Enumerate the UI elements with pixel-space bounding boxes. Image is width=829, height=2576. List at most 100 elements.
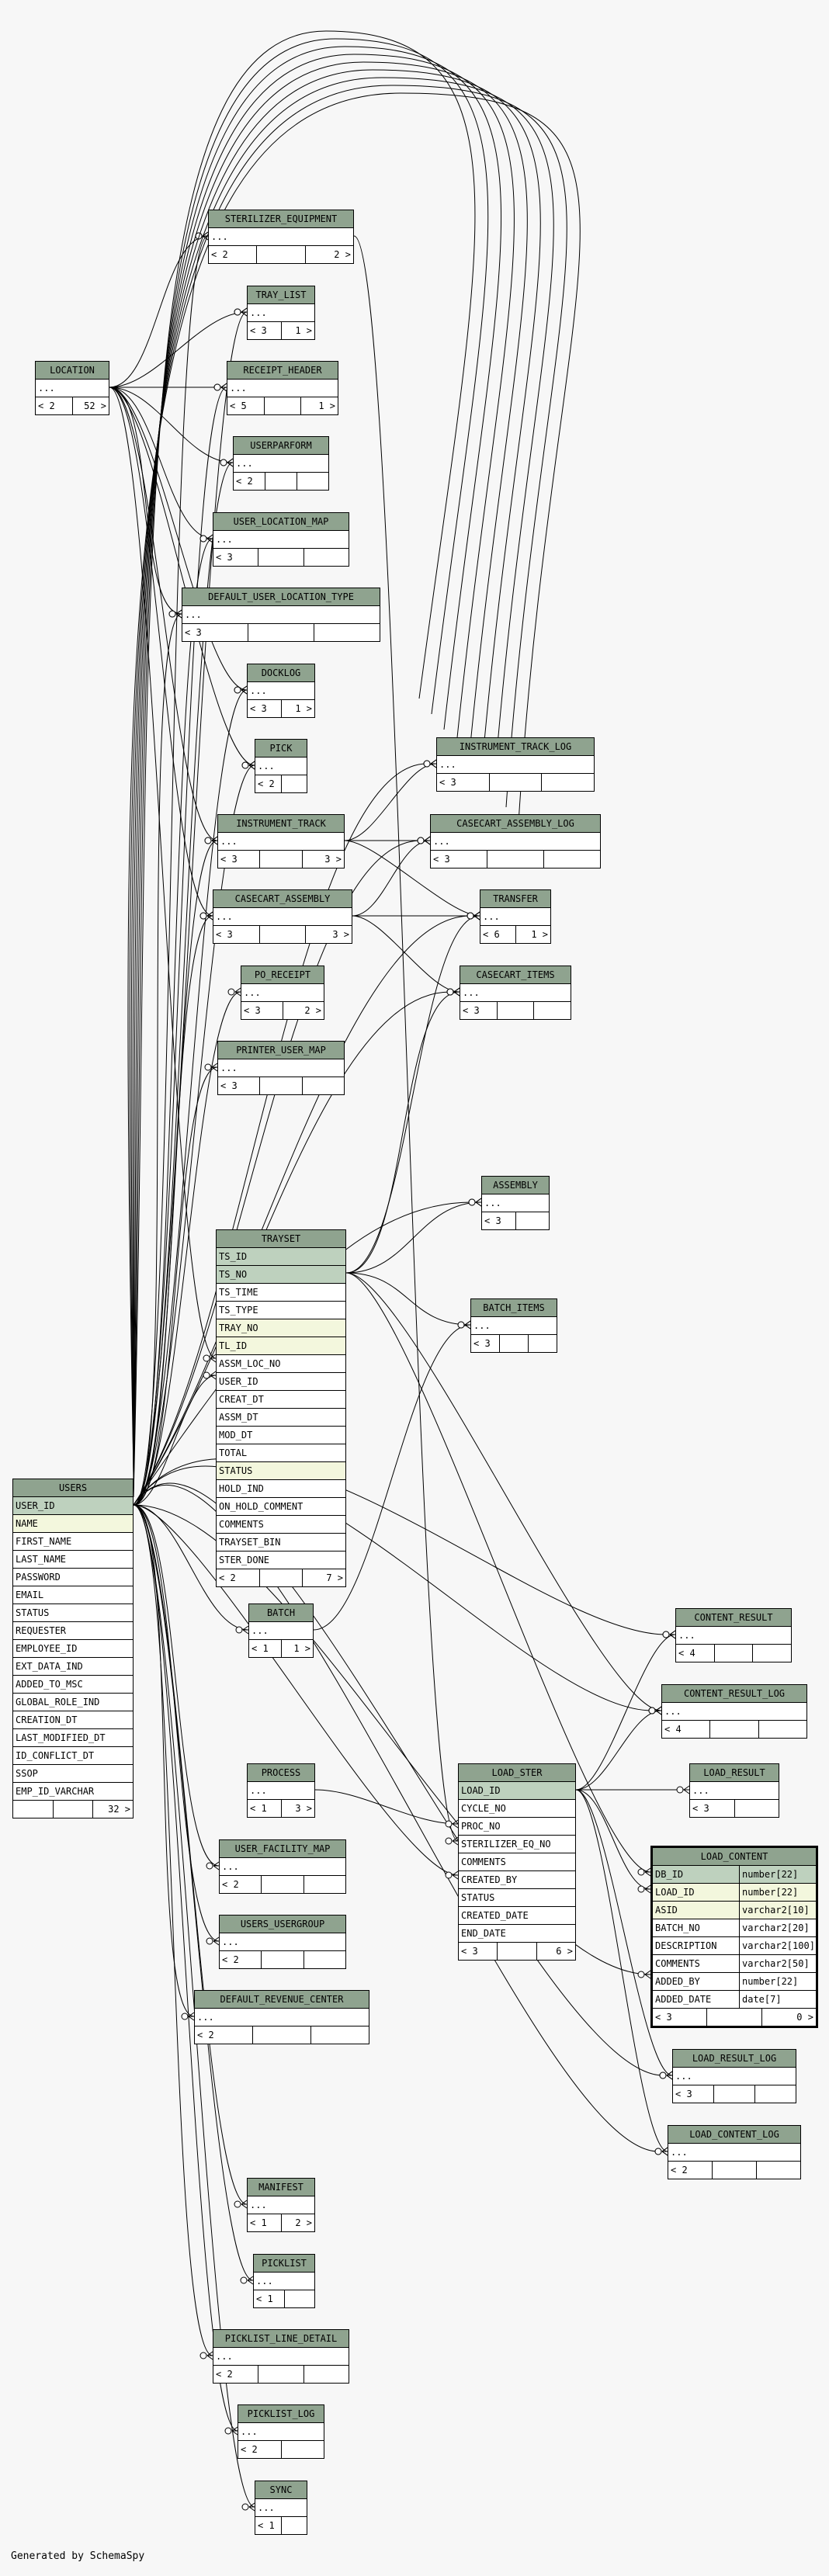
table-name[interactable]: LOAD_RESULT_LOG	[673, 2050, 796, 2068]
table-name[interactable]: MANIFEST	[248, 2179, 314, 2196]
column-row[interactable]: PROC_NO	[459, 1818, 575, 1836]
table-name[interactable]: TRANSFER	[480, 890, 550, 908]
column-row[interactable]: USER_ID	[217, 1373, 345, 1391]
table-name[interactable]: PROCESS	[248, 1764, 314, 1782]
table-name[interactable]: BATCH_ITEMS	[471, 1299, 557, 1317]
collapsed-columns[interactable]: ...	[36, 380, 109, 397]
column-row[interactable]: ON_HOLD_COMMENT	[217, 1498, 345, 1516]
collapsed-columns[interactable]: ...	[218, 1059, 344, 1077]
table-name[interactable]: TRAY_LIST	[248, 286, 314, 304]
collapsed-columns[interactable]: ...	[213, 908, 352, 926]
column-row[interactable]: EMPLOYEE_ID	[13, 1640, 133, 1658]
collapsed-columns[interactable]: ...	[668, 2144, 800, 2162]
collapsed-columns[interactable]: ...	[437, 756, 594, 774]
column-row[interactable]: EMAIL	[13, 1586, 133, 1604]
column-row[interactable]: END_DATE	[459, 1925, 575, 1943]
column-row[interactable]: STERILIZER_EQ_NO	[459, 1836, 575, 1853]
collapsed-columns[interactable]: ...	[213, 2348, 349, 2366]
column-row[interactable]: COMMENTS	[217, 1516, 345, 1534]
table-load-result[interactable]: LOAD_RESULT...< 3	[689, 1763, 779, 1818]
table-picklist-log[interactable]: PICKLIST_LOG...< 2	[238, 2404, 324, 2459]
table-name[interactable]: INSTRUMENT_TRACK_LOG	[437, 738, 594, 756]
column-row[interactable]: CREAT_DT	[217, 1391, 345, 1409]
table-picklist[interactable]: PICKLIST...< 1	[253, 2254, 315, 2308]
column-row[interactable]: TOTAL	[217, 1444, 345, 1462]
table-name[interactable]: PICKLIST	[254, 2255, 314, 2273]
column-row[interactable]: LAST_NAME	[13, 1551, 133, 1569]
table-sync[interactable]: SYNC...< 1	[255, 2481, 307, 2535]
column-row[interactable]: STER_DONE	[217, 1551, 345, 1569]
table-name[interactable]: CONTENT_RESULT_LOG	[662, 1685, 806, 1703]
table-printer-user-map[interactable]: PRINTER_USER_MAP...< 3	[217, 1041, 345, 1095]
table-batch-items[interactable]: BATCH_ITEMS...< 3	[470, 1298, 557, 1353]
collapsed-columns[interactable]: ...	[662, 1703, 806, 1721]
table-name[interactable]: RECEIPT_HEADER	[227, 362, 338, 380]
column-row[interactable]: CREATED_BY	[459, 1871, 575, 1889]
collapsed-columns[interactable]: ...	[209, 228, 353, 246]
collapsed-columns[interactable]: ...	[431, 833, 600, 851]
table-name[interactable]: CASECART_ASSEMBLY_LOG	[431, 815, 600, 833]
column-row[interactable]: TRAY_NO	[217, 1319, 345, 1337]
column-row[interactable]: STATUS	[459, 1889, 575, 1907]
column-row[interactable]: CREATION_DT	[13, 1711, 133, 1729]
column-row[interactable]: TS_TIME	[217, 1284, 345, 1302]
collapsed-columns[interactable]: ...	[220, 1933, 345, 1951]
collapsed-columns[interactable]: ...	[248, 1782, 314, 1800]
collapsed-columns[interactable]: ...	[218, 833, 344, 851]
column-row[interactable]: TRAYSET_BIN	[217, 1534, 345, 1551]
table-default-revenue-center[interactable]: DEFAULT_REVENUE_CENTER...< 2	[194, 1990, 369, 2044]
table-name[interactable]: PICK	[255, 740, 307, 758]
table-name[interactable]: PO_RECEIPT	[241, 966, 324, 984]
table-name[interactable]: INSTRUMENT_TRACK	[218, 815, 344, 833]
table-name[interactable]: CASECART_ITEMS	[460, 966, 571, 984]
table-name[interactable]: PICKLIST_LINE_DETAIL	[213, 2330, 349, 2348]
collapsed-columns[interactable]: ...	[254, 2273, 314, 2290]
column-row[interactable]: REQUESTER	[13, 1622, 133, 1640]
table-name[interactable]: CASECART_ASSEMBLY	[213, 890, 352, 908]
table-assembly[interactable]: ASSEMBLY...< 3	[481, 1176, 550, 1230]
collapsed-columns[interactable]: ...	[182, 606, 380, 624]
collapsed-columns[interactable]: ...	[471, 1317, 557, 1335]
collapsed-columns[interactable]: ...	[480, 908, 550, 926]
collapsed-columns[interactable]: ...	[213, 531, 349, 549]
collapsed-columns[interactable]: ...	[248, 682, 314, 700]
table-picklist-line-detail[interactable]: PICKLIST_LINE_DETAIL...< 2	[213, 2329, 349, 2384]
column-row[interactable]: PASSWORD	[13, 1569, 133, 1586]
column-row[interactable]: EMP_ID_VARCHAR	[13, 1783, 133, 1801]
table-name[interactable]: TRAYSET	[217, 1230, 345, 1248]
collapsed-columns[interactable]: ...	[676, 1627, 791, 1645]
column-row[interactable]: TS_ID	[217, 1248, 345, 1266]
collapsed-columns[interactable]: ...	[227, 380, 338, 397]
table-name[interactable]: LOAD_RESULT	[690, 1764, 779, 1782]
table-name[interactable]: USER_FACILITY_MAP	[220, 1840, 345, 1858]
table-name[interactable]: PRINTER_USER_MAP	[218, 1042, 344, 1059]
table-casecart-assembly-log[interactable]: CASECART_ASSEMBLY_LOG...< 3	[430, 814, 601, 868]
collapsed-columns[interactable]: ...	[234, 455, 328, 473]
table-casecart-items[interactable]: CASECART_ITEMS...< 3	[460, 966, 571, 1020]
collapsed-columns[interactable]: ...	[673, 2068, 796, 2085]
table-name[interactable]: LOAD_CONTENT	[653, 1848, 816, 1866]
table-pick[interactable]: PICK...< 2	[255, 739, 307, 793]
collapsed-columns[interactable]: ...	[255, 758, 307, 775]
table-name[interactable]: BATCH	[249, 1604, 313, 1622]
table-name[interactable]: USERPARFORM	[234, 437, 328, 455]
table-load-content-log[interactable]: LOAD_CONTENT_LOG...< 2	[668, 2125, 801, 2179]
column-row[interactable]: EXT_DATA_IND	[13, 1658, 133, 1676]
column-row[interactable]: TS_TYPE	[217, 1302, 345, 1319]
table-instrument-track-log[interactable]: INSTRUMENT_TRACK_LOG...< 3	[436, 737, 595, 792]
column-row[interactable]: MOD_DT	[217, 1427, 345, 1444]
